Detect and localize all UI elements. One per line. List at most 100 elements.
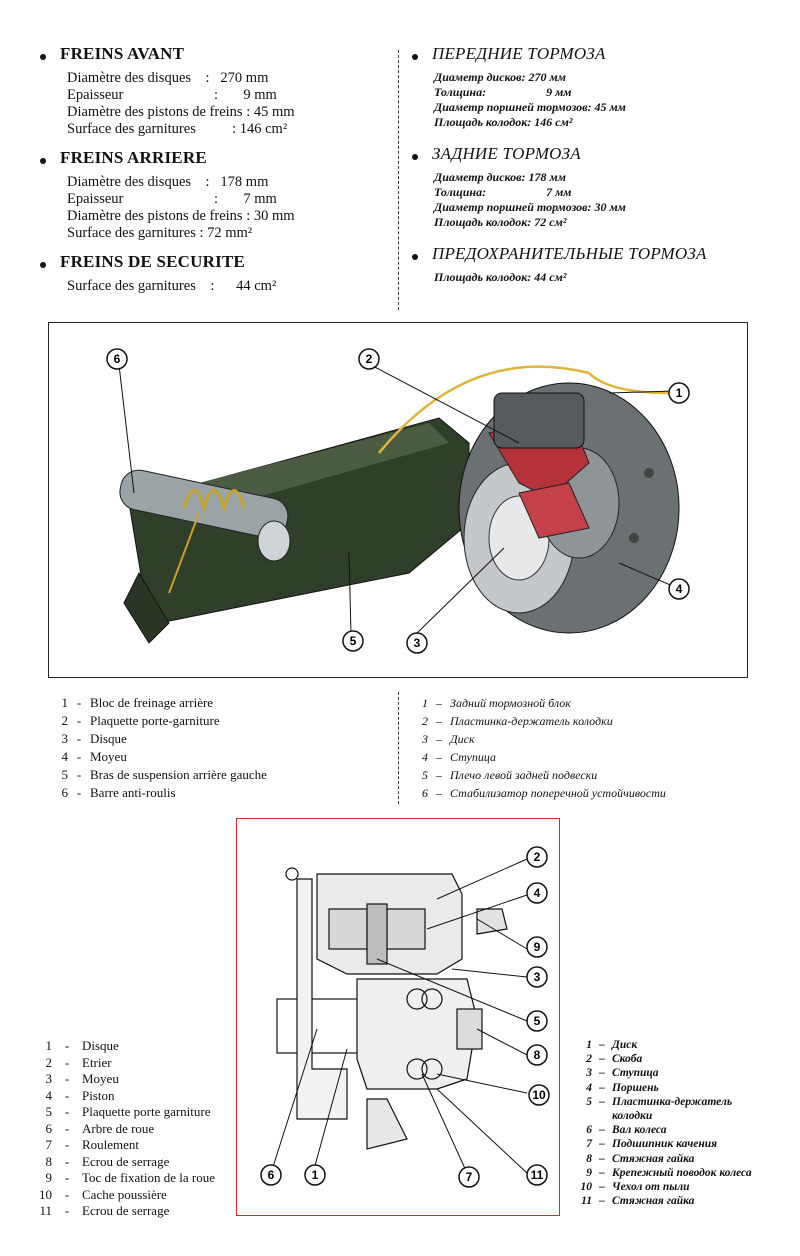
legend-figure1-ru: 1–Задний тормозной блок 2–Пластинка-держ… [418, 694, 666, 802]
svg-text:7: 7 [466, 1170, 473, 1184]
piston-left-shape [328, 908, 368, 950]
bleed-screw-shape [285, 867, 299, 881]
spec-line: Диаметр поршней тормозов: 45 мм [434, 100, 626, 114]
leader-line [370, 364, 520, 444]
svg-text:11: 11 [531, 1168, 544, 1182]
legend-row: 4–Поршень [586, 1081, 659, 1094]
legend-row: 7-Roulement [45, 1137, 140, 1152]
column-divider [398, 50, 399, 310]
spec-line: Diamètre des pistons de freins : 30 mm [67, 208, 295, 224]
callout-3: 3 [526, 966, 548, 988]
callout-6: 6 [106, 348, 128, 370]
spec-line: Diamètre des disques : 270 mm [67, 70, 269, 86]
legend-row: 3-Disque [61, 731, 127, 746]
legend-row: 7–Подшипник качения [586, 1138, 718, 1151]
legend-row: 1–Задний тормозной блок [422, 696, 571, 710]
spec-line: Surface des garnitures : 146 cm² [67, 121, 288, 137]
leader-line [348, 552, 352, 636]
callout-2: 2 [526, 846, 548, 868]
spec-section-rear-ru: ЗАДНИЕ ТОРМОЗА Диаметр дисков: 178 мм То… [412, 144, 772, 230]
stud-shape [629, 533, 639, 543]
legend-row: 2–Пластинка-держатель колодки [422, 714, 613, 728]
spec-line: Diamètre des disques : 178 mm [67, 174, 269, 190]
section-title: ПРЕДОХРАНИТЕЛЬНЫЕ ТОРМОЗА [432, 244, 707, 263]
svg-text:1: 1 [676, 386, 683, 400]
callout-1: 1 [668, 382, 690, 404]
leader-line [618, 562, 676, 588]
legend-row: 1-Disque [45, 1038, 119, 1053]
section-title: FREINS DE SECURITE [60, 252, 245, 271]
svg-text:1: 1 [312, 1168, 319, 1182]
spec-line: Площадь колодок: 44 см² [434, 270, 567, 284]
spec-line: Диаметр дисков: 178 мм [434, 170, 566, 184]
spec-line: Площадь колодок: 72 см² [434, 215, 567, 229]
svg-text:2: 2 [534, 850, 541, 864]
svg-text:9: 9 [534, 940, 541, 954]
hub-section-shape [356, 978, 478, 1090]
legend-figure1-fr: 1-Bloc de freinage arrière 2-Plaquette p… [50, 694, 267, 802]
callout-5: 5 [526, 1010, 548, 1032]
rear-brake-illustration: 6 2 1 4 5 3 [48, 322, 748, 678]
bullet-icon [412, 254, 418, 260]
callout-1: 1 [304, 1164, 326, 1186]
legend-row: 1-Bloc de freinage arrière [61, 695, 214, 710]
spec-line: Diamètre des pistons de freins : 45 mm [67, 104, 295, 120]
legend-row: 9-Toc de fixation de la roue [45, 1170, 216, 1185]
spec-line: Диаметр поршней тормозов: 30 мм [434, 200, 626, 214]
legend-row: 1–Диск [586, 1039, 638, 1051]
bearing-ball [421, 1058, 443, 1080]
legend-row: 3–Ступица [586, 1067, 659, 1080]
section-title: ПЕРЕДНИЕ ТОРМОЗА [432, 44, 606, 63]
callout-5: 5 [342, 630, 364, 652]
legend-row: 4–Ступица [422, 750, 497, 764]
callout-6: 6 [260, 1164, 282, 1186]
spec-section-front: FREINS AVANT Diamètre des disques : 270 … [40, 44, 380, 138]
pad-shape [518, 482, 590, 539]
legend-figure2-fr: 1-Disque 2-Etrier 3-Moyeu 4-Piston 5-Pla… [36, 1038, 215, 1220]
brake-block-shape [493, 392, 585, 449]
legend-row: 10–Чехол от пыли [580, 1181, 690, 1194]
legend-row: 11-Ecrou de serrage [39, 1203, 170, 1218]
svg-text:6: 6 [114, 352, 121, 366]
legend-row: 5–Плечо левой задней подвески [422, 768, 598, 782]
legend-row: 11–Стяжная гайка [581, 1195, 695, 1208]
spec-line: Epaisseur : 9 mm [67, 87, 277, 103]
legend-row: 5-Bras de suspension arrière gauche [61, 767, 267, 782]
disc-section-shape [296, 878, 348, 1120]
svg-text:5: 5 [534, 1014, 541, 1028]
russian-specs: ПЕРЕДНИЕ ТОРМОЗА Диаметр дисков: 270 мм … [412, 44, 772, 295]
callout-4: 4 [668, 578, 690, 600]
callout-4: 4 [526, 882, 548, 904]
svg-text:4: 4 [676, 582, 683, 596]
section-title: FREINS ARRIERE [60, 148, 207, 167]
spec-line: Толщина: 9 мм [434, 85, 572, 99]
legend-row: 6–Стабилизатор поперечной устойчивости [422, 786, 666, 800]
legend-row: 2–Скоба [586, 1053, 643, 1066]
bullet-icon [412, 154, 418, 160]
callout-9: 9 [526, 936, 548, 958]
brake-cable-end [168, 512, 200, 594]
callout-10: 10 [528, 1084, 550, 1106]
legend-figure2-ru: 1–Диск 2–Скоба 3–Ступица 4–Поршень 5–Пла… [574, 1038, 762, 1208]
bearing-ball [421, 988, 443, 1010]
dust-cover-shape [366, 1098, 408, 1150]
svg-text:4: 4 [534, 886, 541, 900]
legend-row: 8-Ecrou de serrage [45, 1153, 170, 1169]
pad-section-shape [366, 903, 388, 965]
svg-text:10: 10 [532, 1088, 546, 1102]
leader-line [608, 390, 676, 394]
brake-cable-coil [182, 489, 246, 514]
spec-line: Площадь колодок: 146 см² [434, 115, 573, 129]
bearing-ball [406, 988, 428, 1010]
brake-hose [378, 365, 670, 454]
callout-8: 8 [526, 1044, 548, 1066]
spec-section-safety-ru: ПРЕДОХРАНИТЕЛЬНЫЕ ТОРМОЗА Площадь колодо… [412, 244, 772, 285]
brake-section-drawing: 2 4 9 3 5 8 10 11 7 1 6 [236, 818, 560, 1216]
svg-text:3: 3 [414, 636, 421, 650]
leader-line [118, 364, 135, 494]
nut-section-shape [456, 1008, 483, 1050]
svg-text:6: 6 [268, 1168, 275, 1182]
piston-right-shape [386, 908, 426, 950]
svg-text:2: 2 [366, 352, 373, 366]
spec-line: Surface des garnitures : 72 mm² [67, 225, 253, 241]
